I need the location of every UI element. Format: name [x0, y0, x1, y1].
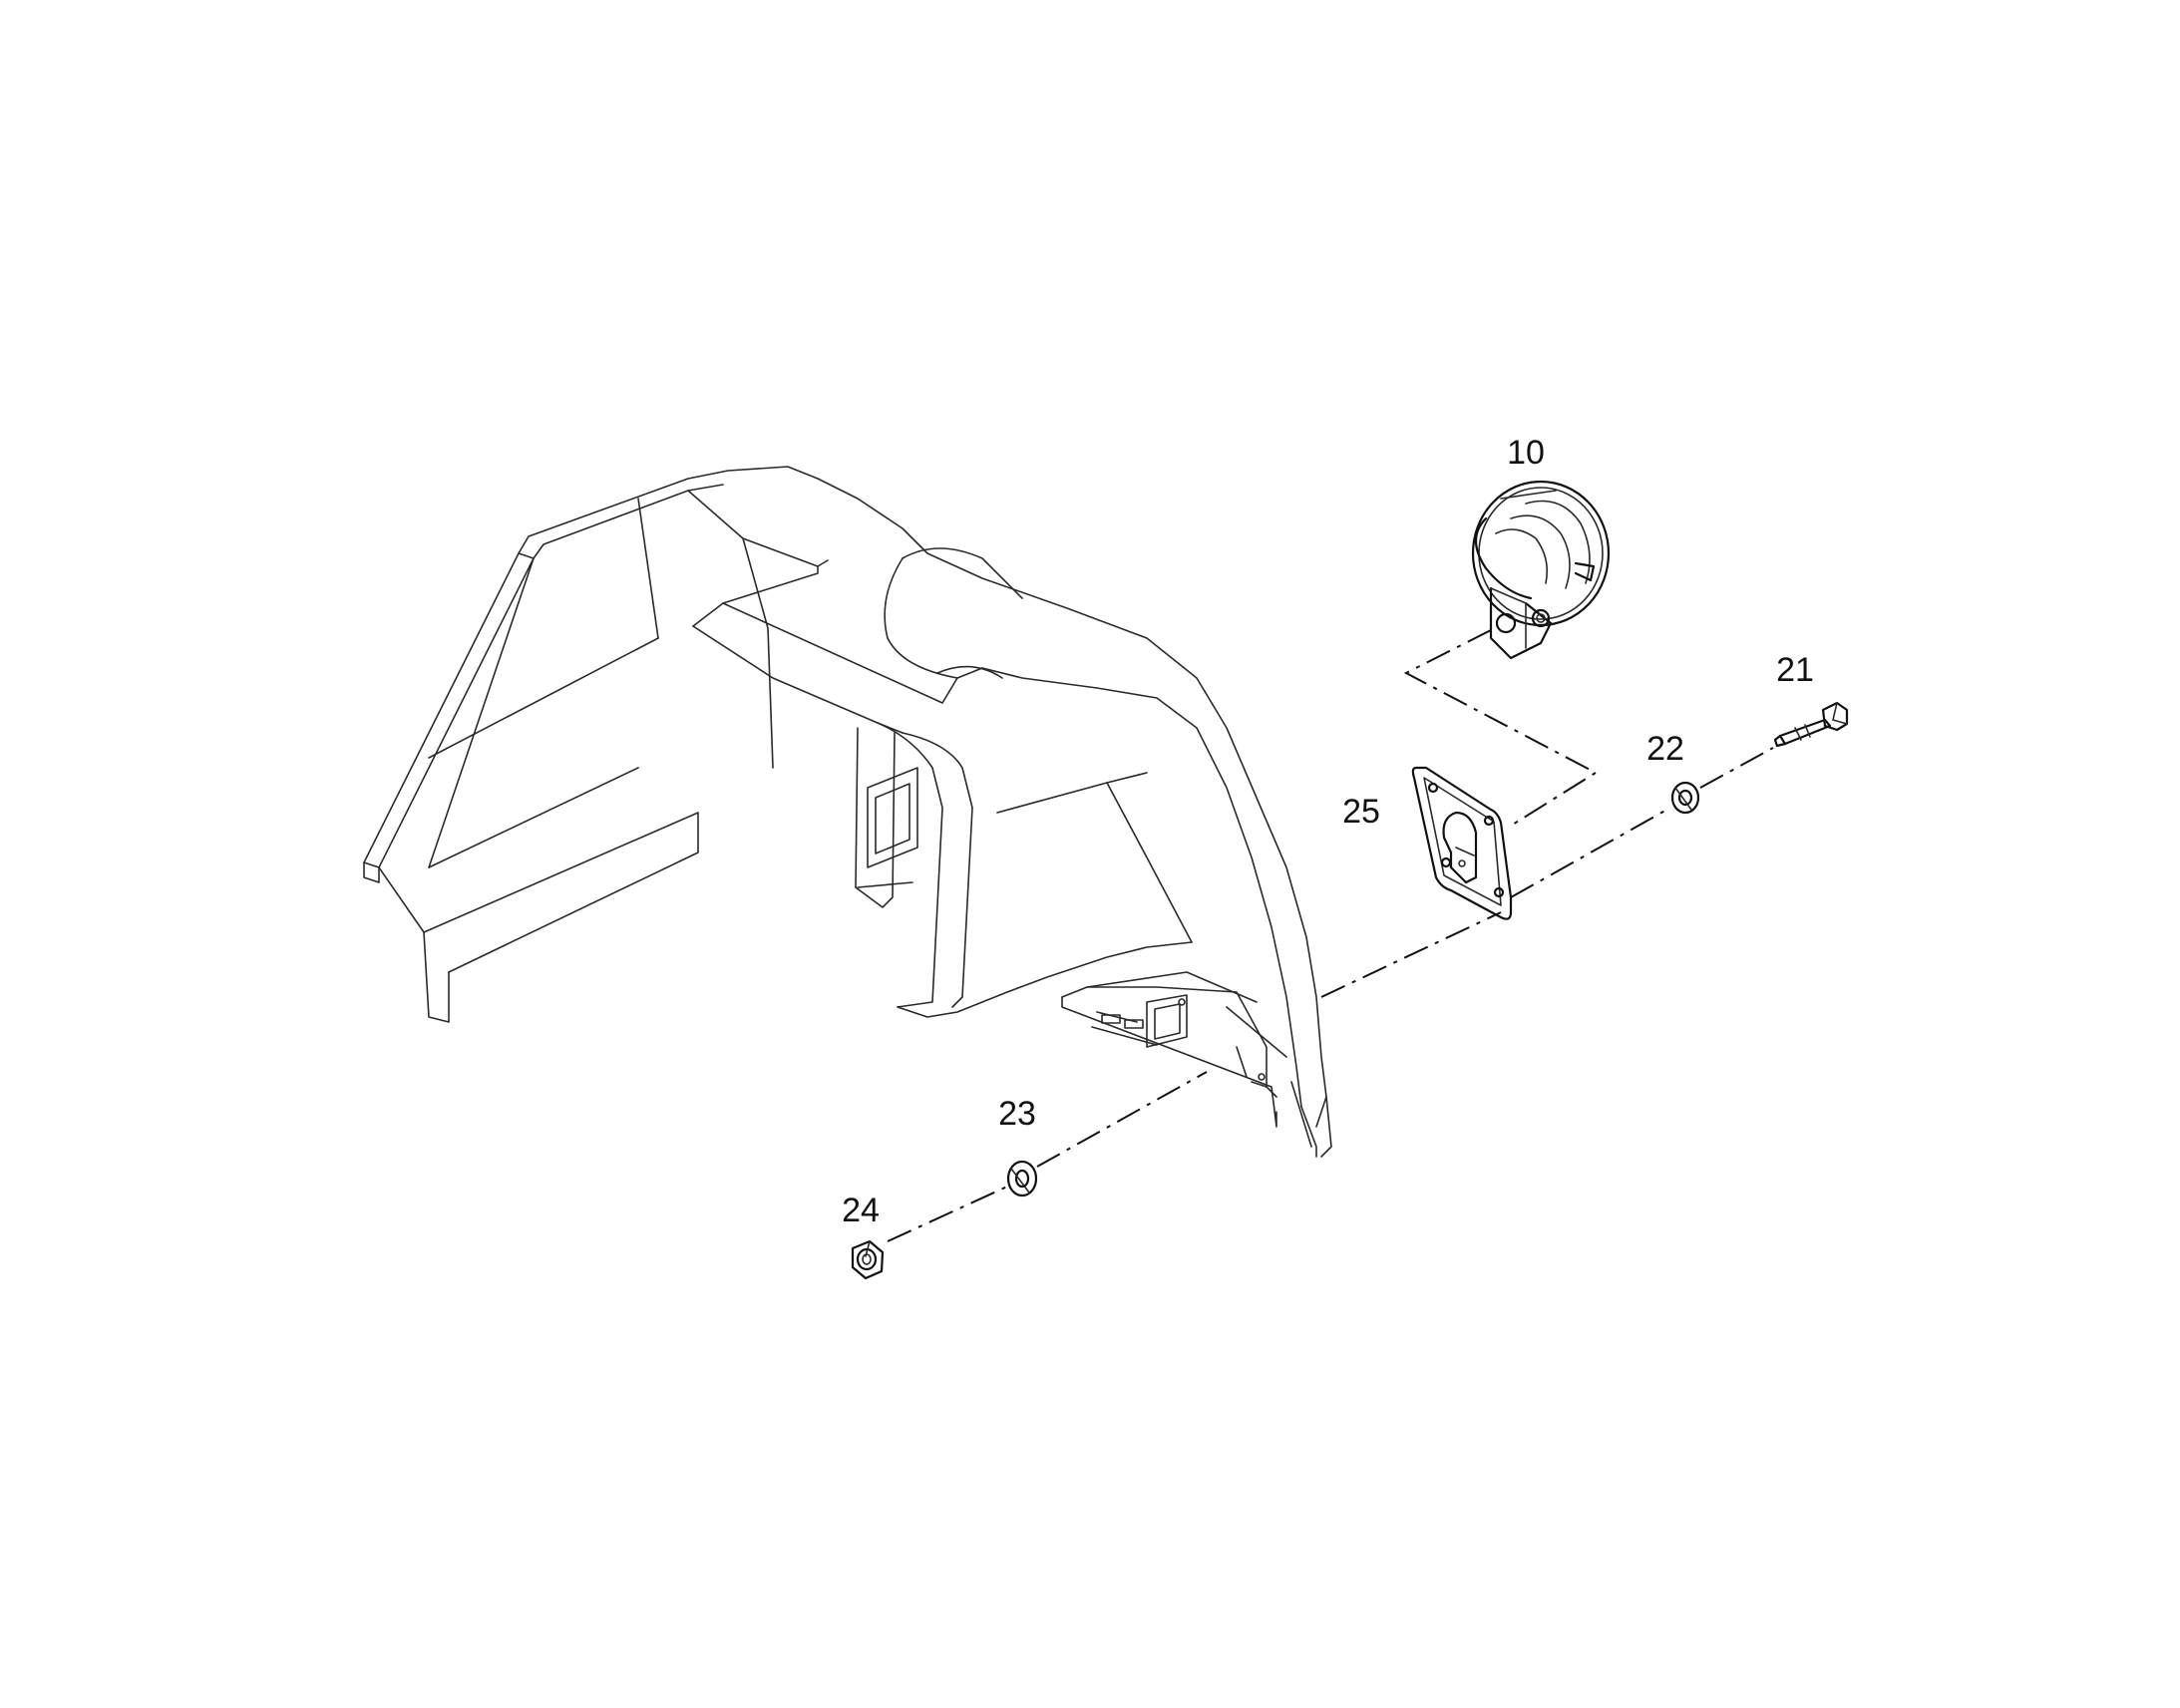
- mounting-plate-part: [1411, 766, 1513, 920]
- callout-bracket: 25: [1342, 793, 1380, 831]
- washer-upper-part: [1670, 781, 1700, 815]
- fender-housing: [363, 466, 1332, 1158]
- nut-part: [851, 1239, 885, 1280]
- callout-washer-lower: 23: [998, 1095, 1036, 1133]
- callout-nut: 24: [842, 1192, 880, 1229]
- callout-bolt: 21: [1776, 651, 1814, 689]
- assembly-lines: [887, 629, 1774, 1242]
- bolt-part: [1773, 701, 1849, 748]
- washer-lower-part: [1006, 1160, 1038, 1197]
- callout-light: 10: [1507, 434, 1545, 472]
- callout-washer-upper: 22: [1646, 730, 1684, 768]
- work-light-part: [1471, 480, 1611, 660]
